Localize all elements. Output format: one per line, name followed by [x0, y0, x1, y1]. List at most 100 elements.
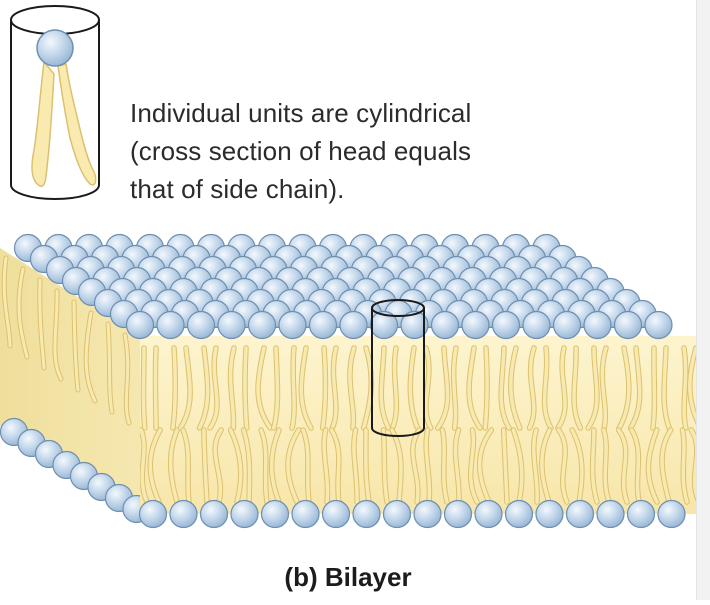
lipid-tail [348, 346, 356, 430]
lipid-tail [259, 428, 269, 504]
lipid-tail [542, 346, 553, 430]
lipid-head [230, 499, 259, 529]
lipid-tail [299, 346, 313, 430]
lipid-tail [688, 346, 696, 423]
unit-tail-left [31, 60, 55, 187]
lipid-tail [646, 428, 659, 504]
caption-line-1: Individual units are cylindrical [130, 98, 472, 128]
lipid-tail [499, 346, 511, 430]
lipid-tail [680, 428, 689, 504]
lipid-tail [53, 289, 63, 381]
lipid-tail [483, 346, 489, 430]
bilayer-cylinder-body [371, 308, 425, 437]
unit-tail-right [57, 63, 97, 186]
lipid-tail [468, 428, 479, 504]
lipid-tail [38, 278, 46, 370]
lipid-tail [153, 346, 158, 430]
lipid-head [352, 499, 381, 529]
lipid-head [247, 310, 277, 340]
lipid-head [278, 310, 307, 340]
lipid-tail [256, 346, 273, 430]
lipid-tail [329, 428, 341, 504]
lipid-tail [17, 267, 29, 359]
lipid-head [522, 310, 551, 340]
lipid-tail [467, 346, 482, 430]
lipid-head [491, 310, 521, 340]
lipid-head [657, 499, 686, 529]
lipid-tail [330, 346, 338, 430]
lipid-tail [322, 428, 330, 504]
lipid-tail [2, 256, 12, 348]
lipid-tail [178, 346, 192, 430]
lipid-head [644, 310, 673, 340]
lipid-tail [320, 346, 328, 430]
scrollbar-track[interactable] [696, 0, 710, 600]
lipid-head [535, 499, 564, 529]
lipid-tail [286, 428, 301, 504]
lipid-tail [379, 346, 391, 430]
lipid-tail [662, 346, 671, 430]
lipid-tail [84, 311, 97, 403]
bilayer-top-heads [13, 233, 673, 340]
lipid-head [382, 499, 412, 529]
lipid-tail [477, 428, 494, 504]
lipid-tail [629, 428, 641, 504]
lipid-tail [208, 346, 219, 430]
lipid-tail [364, 428, 371, 504]
panel-label: (b) Bilayer [0, 562, 696, 593]
lipid-tail [197, 346, 210, 430]
lipid-tail [168, 428, 179, 504]
lipid-head [613, 310, 643, 340]
lipid-tail [272, 346, 280, 430]
front-heads-bottom [138, 499, 686, 529]
lipid-head [369, 310, 399, 340]
unit-head [36, 29, 74, 67]
lipid-head [156, 310, 185, 340]
lipid-tail [440, 428, 449, 504]
lipid-tail [241, 428, 252, 504]
lipid-tail [590, 428, 599, 504]
lipid-head [626, 499, 656, 529]
panel-name: Bilayer [324, 562, 412, 592]
lipid-tail [532, 428, 539, 504]
lipid-head [321, 499, 351, 529]
lipid-tail [556, 428, 569, 504]
lipid-head [308, 310, 338, 340]
lipid-tail [556, 346, 567, 430]
figure-canvas: Individual units are cylindrical (cross … [0, 5, 696, 593]
lipid-head [596, 499, 625, 529]
lipid-tail [352, 428, 359, 504]
lipid-head [260, 499, 290, 529]
lipid-tail [509, 346, 522, 430]
lipid-tail [290, 346, 296, 430]
lipid-tail [616, 428, 629, 504]
lipid-head [565, 499, 595, 529]
lipid-tail [72, 300, 80, 392]
lipid-head [443, 499, 473, 529]
lipid-tail [628, 346, 642, 430]
lipid-head [199, 499, 229, 529]
lipid-tail [527, 346, 536, 430]
lipid-tail [148, 428, 162, 504]
lipid-tail [689, 428, 696, 499]
side-heads-bottom [0, 417, 151, 524]
lipid-tail [202, 428, 209, 504]
lipid-tail [435, 346, 450, 430]
lipid-head [583, 310, 612, 340]
lipid-tail [570, 428, 584, 504]
bilayer-unit-cylinder [371, 299, 425, 437]
lipid-tail [106, 322, 114, 414]
lipid-tail [651, 346, 657, 430]
bilayer-illustration [0, 5, 696, 529]
lipid-tail [682, 346, 688, 430]
lipid-head [430, 310, 460, 340]
lipid-tail [600, 346, 608, 430]
lipid-tail [381, 428, 389, 504]
lipid-tail [411, 428, 421, 504]
lipid-tail [572, 346, 583, 430]
lipid-head [339, 310, 368, 340]
lipid-head [138, 499, 168, 529]
bilayer-front-face [138, 336, 696, 529]
front-tails [140, 345, 696, 505]
lipid-tail [424, 346, 433, 430]
